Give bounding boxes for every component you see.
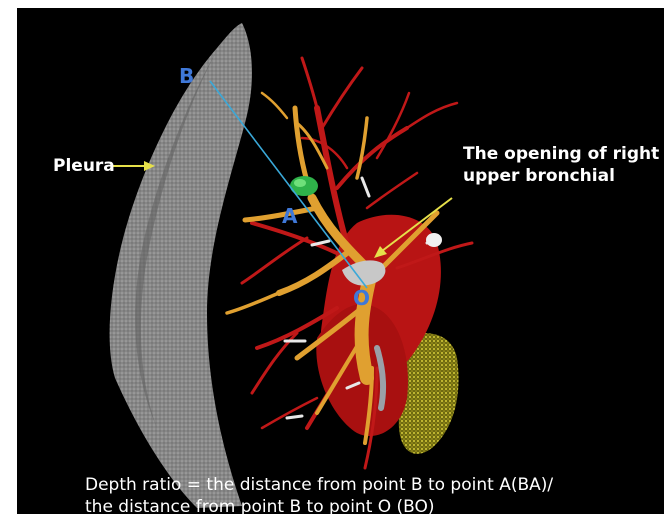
white-marker (426, 233, 442, 247)
opening-label-line1: The opening of right (463, 144, 659, 164)
depth-line-bo (210, 81, 367, 288)
point-o-label: O (353, 286, 370, 310)
ct-3d-reconstruction: B A O Pleura The opening of right upper … (17, 8, 664, 514)
pleura-surface (110, 23, 252, 508)
green-nodule-highlight (294, 179, 306, 187)
pleura-label: Pleura (53, 156, 115, 176)
reconstruction-graphic (17, 8, 664, 514)
point-b-label: B (179, 64, 194, 88)
caption-line1: Depth ratio = the distance from point B … (85, 474, 553, 496)
caption-line2: the distance from point B to point O (BO… (85, 496, 435, 514)
opening-label-line2: upper bronchial (463, 166, 615, 186)
point-a-label: A (282, 204, 297, 228)
